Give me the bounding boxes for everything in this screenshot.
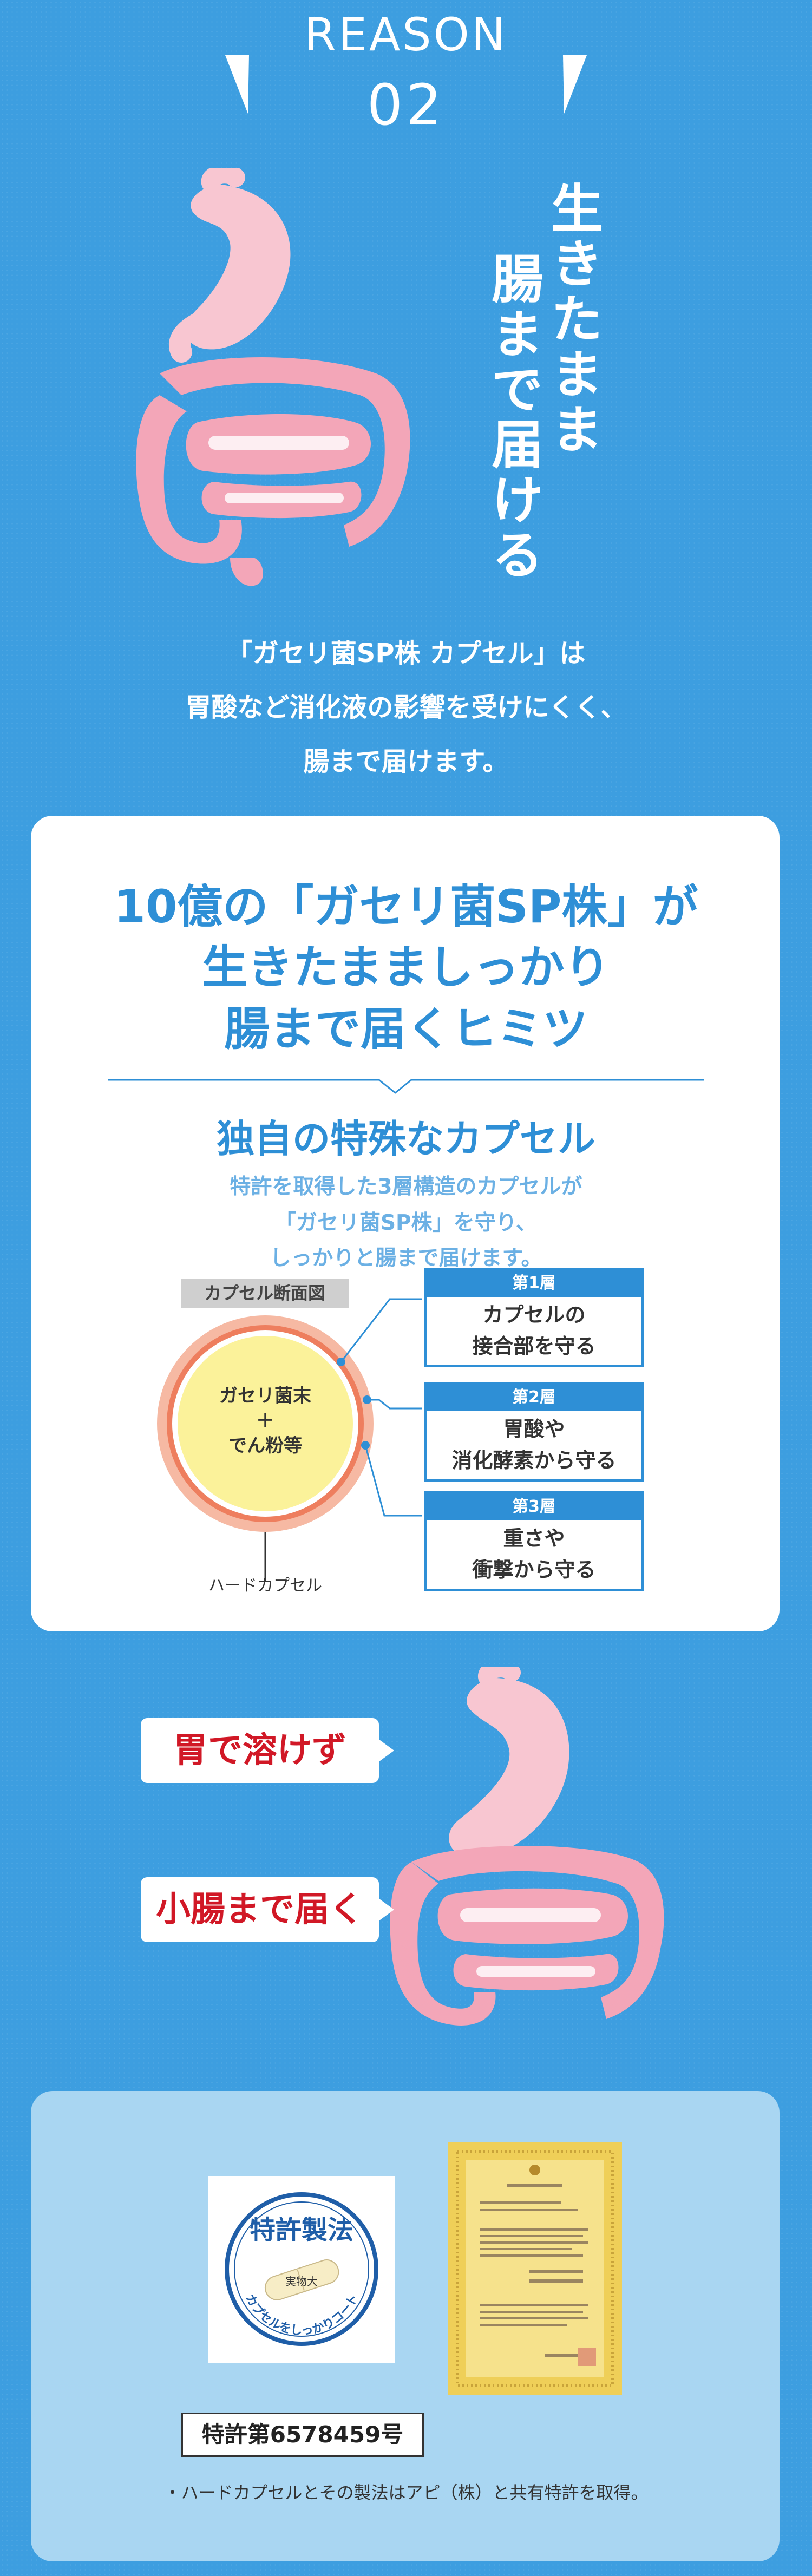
- vertical-title-left: 腸まで届ける: [482, 252, 543, 583]
- card-title-line-2: 生きたまましっかり: [202, 941, 610, 994]
- patent-panel: [31, 2091, 780, 2561]
- intestine-icon-2: [390, 1846, 664, 2026]
- digestive-organs-illustration-2: [390, 1667, 664, 2026]
- layer-2-head: 第2層: [427, 1384, 641, 1411]
- intro-line-1: 「ガセリ菌SP株 カプセル」は: [226, 638, 586, 668]
- layer-3-box: 第3層 重さや 衝撃から守る: [424, 1491, 644, 1591]
- layer-3-line-1: 重さや: [503, 1526, 565, 1550]
- capsule-secret-card: [31, 816, 780, 1631]
- callout-intestine: 小腸まで届く: [141, 1877, 394, 1942]
- card-desc-line-3: しっかりと腸まで届けます。: [270, 1246, 542, 1270]
- accent-slashes: [225, 55, 587, 114]
- layer-1-head: 第1層: [427, 1270, 641, 1297]
- patent-certificate-image: [448, 2142, 622, 2395]
- diagram-label: カプセル断面図: [181, 1279, 349, 1308]
- capsule-core-line-2: でん粉等: [228, 1435, 302, 1457]
- capsule-core-plus: ＋: [256, 1410, 274, 1432]
- intro-line-3: 腸まで届けます。: [303, 746, 509, 777]
- layer-1-line-1: カプセルの: [482, 1303, 586, 1327]
- callout-stomach: 胃で溶けず: [141, 1718, 394, 1783]
- card-desc-line-1: 特許を取得した3層構造のカプセルが: [230, 1175, 582, 1199]
- layer-2-line-1: 胃酸や: [503, 1417, 565, 1441]
- card-title-line-3: 腸まで届くヒミツ: [224, 1002, 588, 1056]
- reason-label: REASON: [304, 8, 508, 61]
- capsule-cross-section: [157, 1315, 374, 1581]
- layer-3-head: 第3層: [427, 1493, 641, 1520]
- intestine-icon: [136, 357, 410, 586]
- badge-top-text: 特許製法: [250, 2215, 353, 2245]
- layer-1-line-2: 接合部を守る: [472, 1334, 596, 1358]
- section-divider: [108, 1079, 704, 1094]
- card-desc-line-2: 「ガセリ菌SP株」を守り、: [274, 1211, 538, 1235]
- layer-1-box: 第1層 カプセルの 接合部を守る: [424, 1268, 644, 1367]
- intro-line-2: 胃酸など消化液の影響を受けにくく、: [185, 692, 627, 723]
- hard-capsule-label: ハードカプセル: [208, 1576, 322, 1595]
- stomach-icon-2: [449, 1667, 569, 1858]
- stomach-icon: [169, 168, 291, 363]
- card-subtitle: 独自の特殊なカプセル: [217, 1117, 595, 1161]
- patent-number: 特許第6578459号: [181, 2413, 424, 2457]
- digestive-organs-illustration: [136, 168, 410, 586]
- layer-connectors: [337, 1298, 422, 1517]
- layer-2-box: 第2層 胃酸や 消化酵素から守る: [424, 1382, 644, 1482]
- reason-number: 02: [366, 72, 446, 138]
- vertical-title-right: 生きたまま: [542, 181, 603, 457]
- layer-2-line-2: 消化酵素から守る: [451, 1448, 617, 1472]
- badge-mid-text: 実物大: [285, 2275, 318, 2288]
- patent-footnote: ・ハードカプセルとその製法はアピ（株）と共有特許を取得。: [163, 2482, 649, 2503]
- layer-3-line-2: 衝撃から守る: [472, 1558, 596, 1582]
- capsule-core-line-1: ガセリ菌末: [219, 1385, 311, 1407]
- card-title-line-1: 10億の「ガセリ菌SP株」が: [114, 880, 698, 933]
- patent-badge-icon: 特許製法 実物大 カプセルをしっかりコート: [225, 2192, 378, 2346]
